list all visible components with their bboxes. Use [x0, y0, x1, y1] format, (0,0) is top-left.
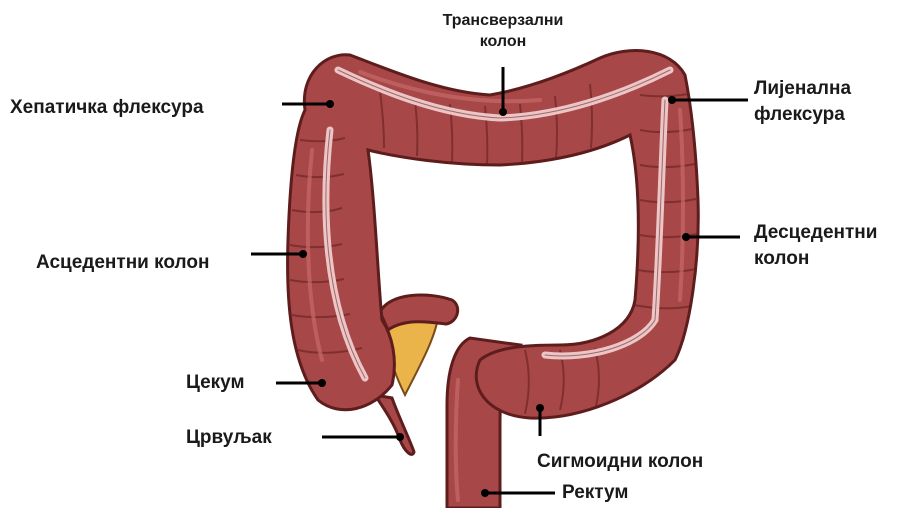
label-transverse-colon: Трансверзални колон: [430, 10, 576, 52]
label-sigmoid-colon: Сигмоидни колон: [537, 449, 703, 475]
label-hepatic-flexure: Хепатичка флексура: [10, 95, 204, 121]
label-cecum: Цекум: [186, 370, 245, 396]
label-descending-colon: Десцедентни колон: [754, 220, 877, 272]
label-descending-line1: Десцедентни: [754, 220, 877, 246]
label-ascending-colon: Асцедентни колон: [36, 250, 209, 276]
appendix-shape: [375, 395, 414, 454]
label-transverse-line1: Трансверзални: [430, 10, 576, 31]
label-appendix: Црвуљак: [186, 425, 272, 451]
label-splenic-line1: Лијенална: [754, 76, 851, 102]
label-descending-line2: колон: [754, 246, 877, 272]
label-splenic-flexure: Лијенална флексура: [754, 76, 851, 128]
colon-tube: [288, 51, 699, 419]
label-splenic-line2: флексура: [754, 102, 851, 128]
label-transverse-line2: колон: [430, 31, 576, 52]
label-rectum: Ректум: [562, 480, 628, 506]
